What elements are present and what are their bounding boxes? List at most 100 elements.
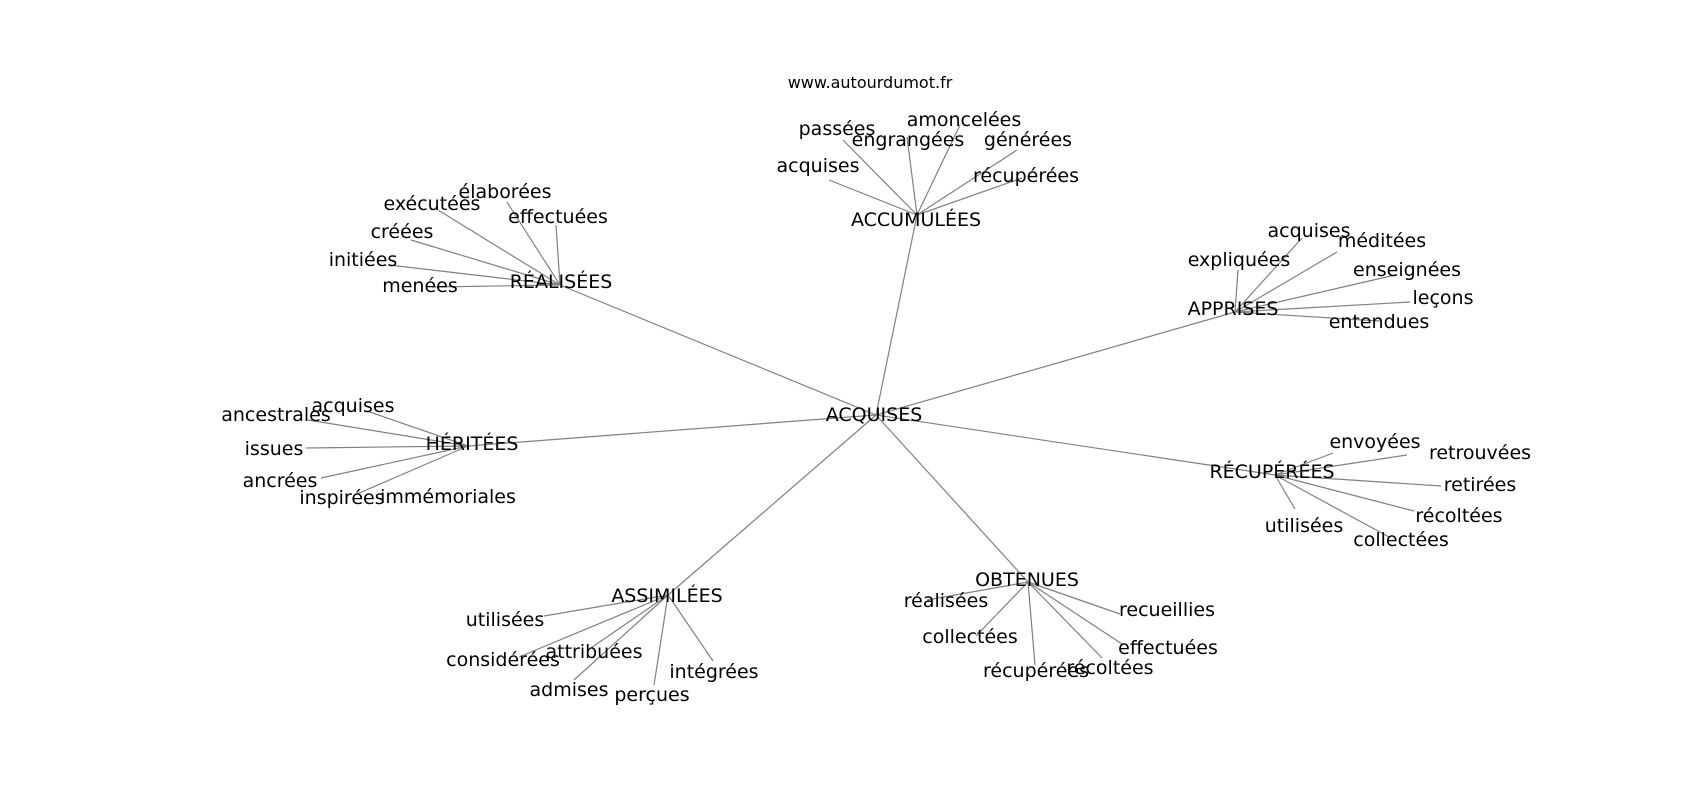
leaf-node-label: enseignées: [1353, 259, 1461, 281]
group-node-label: ASSIMILÉES: [611, 584, 722, 607]
leaf-node-label: passées: [799, 118, 876, 140]
leaf-node-label: utilisées: [466, 609, 545, 631]
edge-center-to-group: [875, 311, 1236, 416]
edge-group-to-leaf: [975, 581, 1029, 637]
edge-group-to-leaf: [1274, 474, 1415, 512]
leaf-node-label: engrangées: [852, 129, 965, 151]
leaf-node-label: collectées: [1353, 529, 1449, 551]
leaf-node-label: issues: [245, 438, 304, 460]
leaf-node-label: récoltées: [1066, 657, 1153, 679]
edge-group-to-leaf: [307, 419, 469, 447]
edge-group-to-leaf: [587, 594, 669, 651]
edge-group-to-leaf: [543, 594, 669, 617]
edge-group-to-leaf: [431, 284, 561, 288]
edge-group-to-leaf: [1274, 452, 1334, 476]
leaf-node-label: recueillies: [1119, 599, 1215, 621]
leaf-node-label: élaborées: [459, 181, 552, 203]
leaf-node-label: retirées: [1444, 474, 1516, 496]
edge-center-to-group: [667, 414, 877, 596]
leaf-node-label: méditées: [1338, 230, 1426, 252]
leaf-node-label: exécutées: [384, 193, 481, 215]
edge-group-to-leaf: [906, 136, 918, 216]
edge-center-to-group: [875, 214, 918, 416]
leaf-node-label: admises: [530, 679, 609, 701]
leaf-node-label: leçons: [1413, 287, 1474, 309]
edge-group-to-leaf: [1274, 474, 1296, 510]
edge-group-to-leaf: [1027, 581, 1036, 666]
leaf-node-label: collectées: [922, 626, 1018, 648]
edge-group-to-leaf: [1274, 454, 1408, 476]
group-node-label: APPRISES: [1188, 298, 1279, 320]
edge-center-to-group: [467, 414, 877, 447]
edge-group-to-leaf: [653, 594, 669, 686]
edge-group-to-leaf: [366, 410, 469, 447]
leaf-node-label: effectuées: [508, 206, 608, 228]
edge-group-to-leaf: [1027, 581, 1103, 659]
group-node-label: RÉALISÉES: [510, 270, 613, 293]
edge-center-to-group: [875, 414, 1276, 476]
leaf-node-label: perçues: [614, 684, 689, 706]
leaf-node-label: retrouvées: [1429, 442, 1531, 464]
edge-group-to-leaf: [1234, 274, 1396, 313]
edge-group-to-leaf: [1234, 269, 1239, 313]
leaf-node-label: ancrées: [243, 470, 318, 492]
leaf-node-label: inspirées: [299, 487, 384, 509]
edge-group-to-leaf: [305, 445, 469, 449]
edge-group-to-leaf: [667, 594, 714, 662]
edge-group-to-leaf: [388, 264, 561, 286]
leaf-node-label: initiées: [329, 249, 398, 271]
leaf-node-label: effectuées: [1118, 637, 1218, 659]
leaf-node-label: entendues: [1329, 311, 1430, 333]
leaf-node-label: récupérées: [973, 165, 1079, 187]
leaf-node-label: attribuées: [545, 641, 642, 663]
leaf-node-label: utilisées: [1265, 515, 1344, 537]
leaf-node-label: ancestrales: [221, 404, 331, 426]
source-watermark: www.autourdumot.fr: [788, 73, 953, 92]
labels-layer: ACQUISES ACCUMULÉES passéesengrangéesamonc…: [221, 109, 1531, 706]
edges-layer: [305, 124, 1442, 686]
edge-group-to-leaf: [437, 209, 561, 286]
leaf-node-label: amoncelées: [907, 109, 1022, 131]
leaf-node-label: récupérées: [983, 660, 1089, 682]
leaf-node-label: acquises: [1268, 220, 1351, 242]
edge-group-to-leaf: [573, 594, 669, 681]
leaf-node-label: générées: [984, 129, 1072, 151]
edge-group-to-leaf: [1234, 251, 1338, 313]
edge-group-to-leaf: [1234, 301, 1411, 313]
group-node-label: ACCUMULÉES: [851, 208, 981, 231]
leaf-node-label: expliquées: [1188, 249, 1291, 271]
edge-group-to-leaf: [916, 124, 961, 216]
leaf-node-label: acquises: [312, 395, 395, 417]
leaf-node-label: acquises: [777, 155, 860, 177]
edge-group-to-leaf: [1274, 474, 1442, 487]
edge-group-to-leaf: [555, 224, 561, 286]
edge-group-to-leaf: [1274, 474, 1390, 538]
edge-group-to-leaf: [1027, 581, 1121, 615]
leaf-node-label: récoltées: [1415, 505, 1502, 527]
leaf-node-label: envoyées: [1329, 431, 1420, 453]
leaf-node-label: intégrées: [669, 661, 758, 683]
edge-group-to-leaf: [506, 201, 561, 286]
edge-group-to-leaf: [842, 139, 918, 216]
edge-group-to-leaf: [320, 445, 469, 479]
edge-group-to-leaf: [356, 445, 469, 495]
edge-center-to-group: [559, 284, 877, 416]
leaf-node-label: menées: [382, 275, 458, 297]
edge-group-to-leaf: [926, 581, 1029, 601]
edge-group-to-leaf: [518, 594, 669, 658]
leaf-node-label: immémoriales: [380, 486, 516, 508]
group-node-label: OBTENUES: [975, 569, 1079, 591]
group-node-label: RÉCUPÉRÉES: [1209, 460, 1334, 483]
leaf-node-label: considérées: [446, 649, 560, 671]
edge-center-to-group: [875, 414, 1029, 583]
edge-group-to-leaf: [410, 239, 561, 286]
group-node-label: HÉRITÉES: [426, 432, 519, 455]
edge-group-to-leaf: [916, 149, 1018, 216]
edge-group-to-leaf: [828, 179, 918, 216]
edge-group-to-leaf: [1027, 581, 1123, 645]
edge-group-to-leaf: [1234, 237, 1303, 313]
leaf-node-label: créées: [371, 221, 434, 243]
center-word-label: ACQUISES: [826, 404, 923, 426]
leaf-node-label: réalisées: [904, 590, 988, 612]
